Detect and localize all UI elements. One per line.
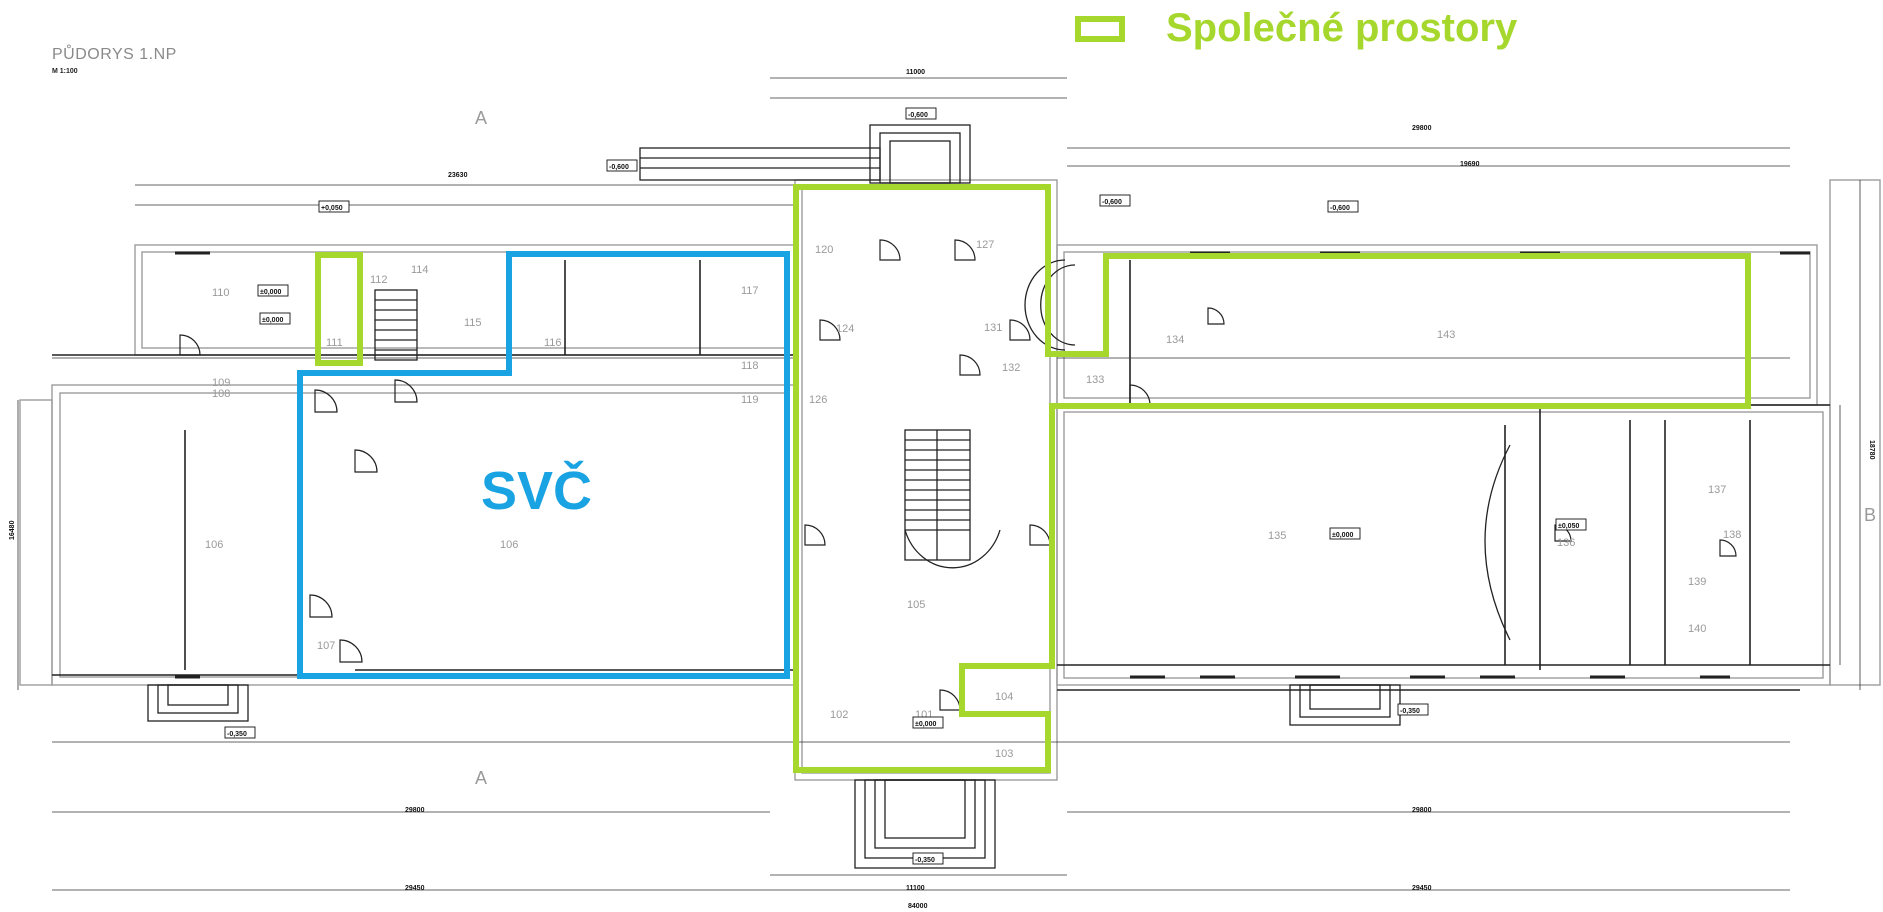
level-label: ±0,000 [1332, 532, 1353, 539]
common-areas-small-outline [315, 252, 363, 366]
dim-left-wing: 23630 [448, 172, 468, 179]
room-number: 110 [212, 287, 230, 299]
room-number: 102 [830, 709, 848, 721]
level-marks [224, 107, 1587, 865]
dimension-texts: 11000 23630 29800 19690 29800 29800 2945… [9, 69, 1875, 910]
room-number: 118 [741, 360, 759, 372]
dimension-lines [17, 77, 1861, 891]
section-mark-a-bottom: A [475, 768, 488, 788]
common-areas-central-outline [793, 184, 1751, 773]
dim-right-top: 19690 [1460, 161, 1480, 168]
drawing-scale: M 1:100 [52, 68, 78, 75]
dim-bottom-total-left: 29450 [405, 885, 425, 892]
level-texts: ±0,000 ±0,000 ±0,000 ±0,000 -0,600 -0,60… [227, 112, 1579, 864]
dim-right-side: 18780 [1868, 440, 1875, 460]
room-number: 108 [212, 388, 230, 400]
room-number: 119 [741, 394, 759, 406]
level-label: -0,600 [609, 164, 629, 171]
room-number: 135 [1268, 530, 1286, 542]
level-label: ±0,000 [260, 289, 281, 296]
level-label: -0,600 [908, 112, 928, 119]
legend-label: Společné prostory [1166, 6, 1518, 50]
room-number: 106 [500, 539, 518, 551]
room-number: 133 [1086, 374, 1104, 386]
room-number: 139 [1688, 576, 1706, 588]
level-label: -0,600 [1102, 199, 1122, 206]
dim-bottom-center: 11100 [906, 885, 925, 892]
dim-bottom-right: 29800 [1412, 807, 1432, 814]
room-number: 127 [976, 239, 994, 251]
room-number: 112 [370, 274, 388, 286]
drawing-title: PŮDORYS 1.NP [52, 46, 177, 63]
doors [179, 239, 1737, 711]
level-label: ±0,050 [1558, 523, 1579, 530]
room-number: 109 [212, 377, 230, 389]
svc-zone-label: SVČ [481, 461, 593, 521]
level-label: ±0,000 [915, 721, 936, 728]
dim-left-side: 16480 [9, 520, 16, 540]
dim-right-wing: 29800 [1412, 125, 1432, 132]
level-label: -0,350 [227, 731, 247, 738]
room-number: 140 [1688, 623, 1706, 635]
level-label: -0,600 [1330, 205, 1350, 212]
level-label: +0,050 [321, 205, 343, 212]
room-number: 106 [205, 539, 223, 551]
room-numbers: 101 102 103 104 105 106 106 107 108 109 … [205, 239, 1741, 760]
level-label: -0,350 [915, 857, 935, 864]
room-number: 138 [1723, 529, 1741, 541]
room-number: 120 [815, 244, 833, 256]
room-number: 132 [1002, 362, 1020, 374]
legend-swatch [1075, 16, 1125, 42]
room-number: 107 [317, 640, 335, 652]
room-number: 103 [995, 748, 1013, 760]
room-number: 116 [544, 337, 562, 349]
room-number: 136 [1557, 537, 1575, 549]
stairs [147, 124, 1511, 869]
level-label: ±0,000 [262, 317, 283, 324]
svc-zone-outline [297, 251, 790, 679]
room-number: 124 [836, 323, 854, 335]
dim-overall: 84000 [908, 903, 928, 910]
room-number: 126 [809, 394, 827, 406]
room-number: 105 [907, 599, 925, 611]
room-number: 115 [464, 317, 482, 329]
level-label: -0,350 [1400, 708, 1420, 715]
dim-bottom-total-right: 29450 [1412, 885, 1432, 892]
room-number: 114 [411, 264, 429, 276]
room-number: 117 [741, 285, 759, 297]
room-number: 104 [995, 691, 1013, 703]
windows [175, 251, 1810, 679]
section-mark-b-right: B [1864, 505, 1877, 525]
room-number: 134 [1166, 334, 1184, 346]
dim-bottom-left: 29800 [405, 807, 425, 814]
room-number: 131 [984, 322, 1002, 334]
section-mark-a-top: A [475, 108, 488, 128]
room-number: 143 [1437, 329, 1455, 341]
dim-top-overall: 11000 [906, 69, 925, 76]
room-number: 137 [1708, 484, 1726, 496]
room-number: 111 [326, 337, 343, 349]
